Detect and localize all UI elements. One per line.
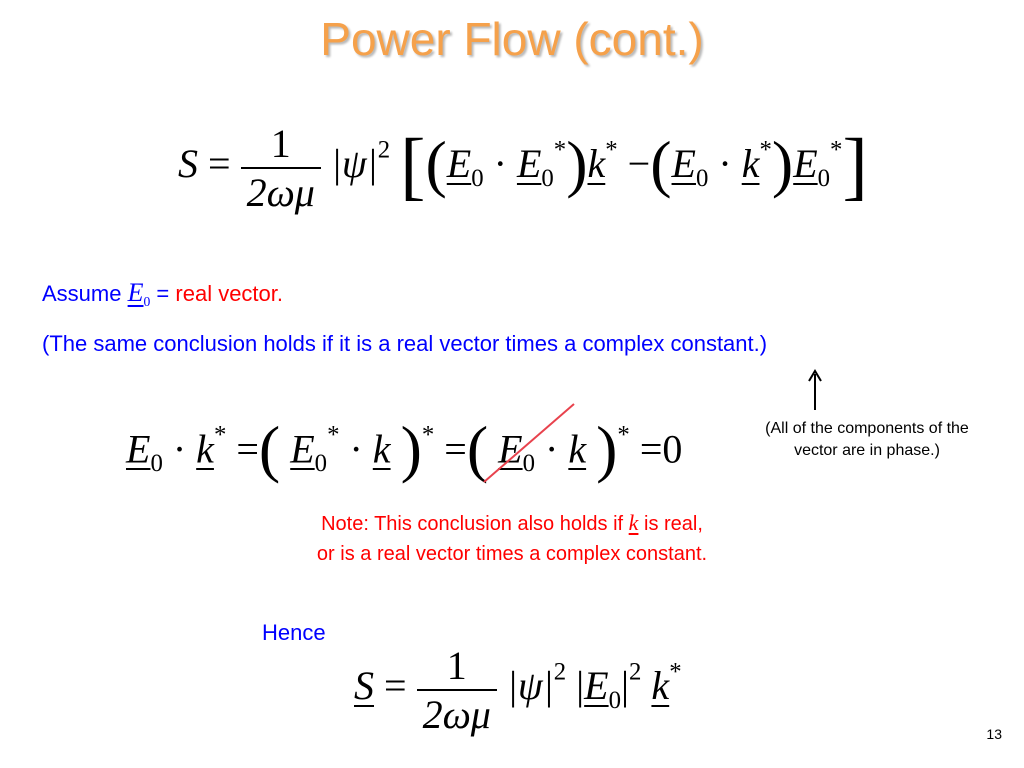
equation-power-flow-result: S = 1 2ωμ |ψ|2 |E0|2 k* bbox=[354, 642, 682, 738]
eq3-equals: = bbox=[384, 663, 407, 709]
real-k-note-prefix: Note: This conclusion also holds if bbox=[321, 513, 629, 535]
eq3-denominator: 2ωμ bbox=[416, 689, 497, 738]
eq1-E0-a: E bbox=[446, 141, 472, 187]
eq3-bar-close: | bbox=[621, 663, 630, 709]
eq1-S: S bbox=[178, 141, 198, 187]
eq2-equals-3: = bbox=[639, 426, 663, 472]
hence-label: Hence bbox=[262, 620, 326, 645]
eq1-k-b: k bbox=[741, 141, 760, 187]
eq1-E0-c: E bbox=[671, 141, 696, 187]
eq2-sub-0-c: 0 bbox=[522, 450, 535, 477]
real-k-note-suffix: is real, bbox=[638, 513, 703, 535]
eq2-dot-1: · bbox=[172, 426, 187, 472]
eq1-numerator: 1 bbox=[270, 121, 291, 166]
eq1-star-2: * bbox=[605, 136, 618, 164]
eq2-star-4: * bbox=[617, 421, 630, 449]
eq3-star: * bbox=[669, 658, 682, 686]
real-k-note-line2: or is a real vector times a complex cons… bbox=[316, 543, 708, 565]
eq3-square-2: 2 bbox=[629, 658, 642, 686]
phase-note-line1: (All of the components of the bbox=[765, 420, 969, 437]
eq3-k: k bbox=[651, 663, 670, 709]
eq2-E0-b: E bbox=[290, 426, 315, 472]
real-k-note: Note: This conclusion also holds if k is… bbox=[232, 508, 792, 569]
equation-in-phase: E0 · k* =( E0* · k )* =( E0 · k )* =0 bbox=[126, 412, 682, 486]
eq2-sub-0-b: 0 bbox=[314, 450, 328, 477]
eq2-star-2: * bbox=[327, 421, 340, 449]
eq3-square-1: 2 bbox=[553, 658, 567, 686]
assume-suffix: real vector. bbox=[175, 281, 283, 306]
assume-sub: 0 bbox=[143, 293, 151, 309]
eq1-dot-2: · bbox=[718, 141, 732, 187]
eq2-k-a: k bbox=[196, 426, 214, 472]
phase-note: (All of the components of the vector are… bbox=[732, 418, 1002, 462]
eq3-psi-abs: |ψ| bbox=[506, 663, 554, 709]
eq1-sub-0-b: 0 bbox=[541, 164, 554, 192]
eq2-dot-3: · bbox=[545, 426, 559, 472]
eq1-fraction: 1 2ωμ bbox=[240, 120, 321, 216]
eq1-k-a: k bbox=[587, 141, 606, 187]
eq2-paren-open-2: ( bbox=[466, 413, 489, 484]
eq2-E0-c: E bbox=[498, 426, 523, 472]
eq1-paren-close-1: ) bbox=[566, 127, 588, 199]
eq1-paren-open-1: ( bbox=[425, 127, 447, 199]
assume-E0: E bbox=[127, 278, 144, 307]
eq2-dot-2: · bbox=[349, 426, 363, 472]
eq2-paren-open-1: ( bbox=[258, 413, 281, 484]
equation-power-flow-general: S = 1 2ωμ |ψ|2 [(E0 · E0*)k* −(E0 · k*)E… bbox=[178, 120, 868, 216]
assume-equals: = bbox=[150, 281, 176, 306]
page-number: 13 bbox=[986, 726, 1002, 742]
eq2-paren-close-1: ) bbox=[400, 413, 422, 484]
eq1-sub-0-c: 0 bbox=[695, 164, 709, 192]
assume-prefix: Assume bbox=[42, 281, 122, 306]
eq2-E0-a: E bbox=[126, 426, 151, 472]
phase-note-line2: vector are in phase.) bbox=[794, 442, 940, 459]
slide-title: Power Flow (cont.) bbox=[320, 13, 704, 65]
eq2-star-3: * bbox=[421, 421, 435, 449]
eq1-sub-0-a: 0 bbox=[471, 164, 484, 192]
eq3-numerator: 1 bbox=[446, 643, 467, 688]
eq3-sub-0: 0 bbox=[608, 686, 621, 714]
eq2-k-c: k bbox=[568, 426, 587, 472]
up-arrow-icon bbox=[808, 369, 822, 410]
eq1-bracket-close: ] bbox=[842, 123, 868, 208]
eq1-dot-1: · bbox=[493, 141, 507, 187]
eq1-star-3: * bbox=[759, 136, 772, 164]
eq2-equals-2: = bbox=[444, 426, 467, 472]
eq1-paren-close-2: ) bbox=[771, 127, 794, 199]
eq3-bar-open: | bbox=[576, 663, 585, 709]
eq1-minus: − bbox=[627, 141, 651, 187]
eq1-star-1: * bbox=[553, 136, 567, 164]
eq3-fraction: 1 2ωμ bbox=[416, 642, 497, 738]
eq2-equals-1: = bbox=[236, 426, 259, 472]
eq1-paren-open-2: ( bbox=[650, 127, 672, 199]
eq2-k-b: k bbox=[372, 426, 391, 472]
eq1-bracket-open: [ bbox=[400, 123, 426, 208]
strike-line bbox=[483, 403, 575, 483]
eq1-psi-abs: |ψ| bbox=[330, 141, 378, 187]
real-k-note-line1: Note: This conclusion also holds if k is… bbox=[232, 508, 792, 539]
eq1-E0-d: E bbox=[793, 141, 818, 187]
eq2-sub-0-a: 0 bbox=[150, 450, 163, 477]
same-conclusion-text: (The same conclusion holds if it is a re… bbox=[42, 331, 768, 356]
eq1-square: 2 bbox=[377, 136, 391, 164]
eq2-star-1: * bbox=[213, 421, 227, 449]
eq2-paren-close-2: ) bbox=[596, 413, 618, 484]
eq1-E0-b: E bbox=[516, 141, 542, 187]
eq1-equals: = bbox=[208, 141, 231, 187]
eq3-S: S bbox=[354, 663, 374, 709]
eq3-E0: E bbox=[584, 663, 609, 709]
eq1-sub-0-d: 0 bbox=[817, 164, 831, 192]
eq1-star-4: * bbox=[830, 136, 843, 164]
assume-line: Assume E0 = real vector. bbox=[42, 278, 283, 310]
real-k-note-k: k bbox=[628, 510, 639, 535]
eq2-result: 0 bbox=[662, 426, 683, 472]
eq1-denominator: 2ωμ bbox=[240, 167, 321, 216]
